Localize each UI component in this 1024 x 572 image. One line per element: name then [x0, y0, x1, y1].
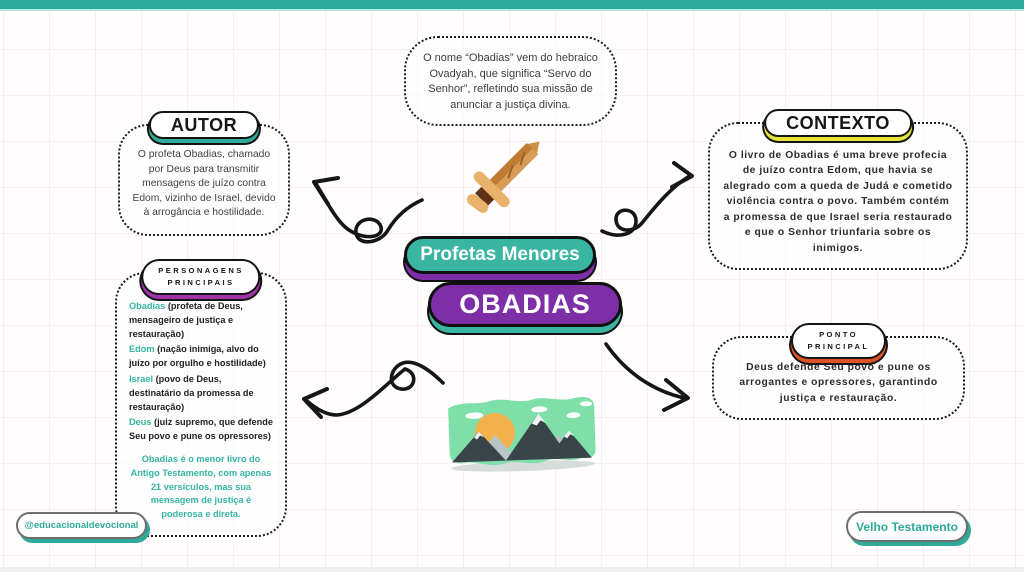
- category-pill: Profetas Menores: [404, 236, 596, 274]
- character-name: Israel: [129, 373, 154, 384]
- personagens-title-line2: PRINCIPAIS: [167, 277, 235, 287]
- arrow-to-autor: [312, 176, 424, 244]
- contexto-panel: CONTEXTO O livro de Obadias é uma breve …: [708, 109, 968, 271]
- personagens-title-line1: PERSONAGENS: [158, 266, 244, 275]
- ponto-principal-panel: PONTO PRINCIPAL Deus defende Seu povo e …: [712, 323, 965, 421]
- character-desc: (nação inimiga, alvo do juízo por orgulh…: [129, 344, 266, 369]
- credit-handle-badge: @educacionaldevocional: [16, 512, 147, 539]
- arrow-to-ponto: [604, 342, 690, 412]
- character-entry: Edom (nação inimiga, alvo do juízo por o…: [129, 343, 273, 371]
- ponto-title-line2: PRINCIPAL: [807, 341, 870, 351]
- character-name: Edom: [129, 344, 155, 355]
- autor-title-pill: AUTOR: [148, 111, 260, 139]
- character-entry: Deus (juiz supremo, que defende Seu povo…: [129, 416, 273, 444]
- top-accent-bar: [0, 0, 1024, 11]
- character-entry: Israel (povo de Deus, destinatário da pr…: [129, 373, 273, 414]
- contexto-title: CONTEXTO: [786, 112, 890, 133]
- testament-label: Velho Testamento: [856, 519, 958, 534]
- category-label: Profetas Menores: [420, 244, 580, 265]
- mountains-icon: [448, 396, 596, 472]
- ponto-body: Deus defende Seu povo e pune os arrogant…: [739, 362, 938, 404]
- etymology-text: O nome “Obadias” vem do hebraico Ovadyah…: [423, 52, 598, 111]
- character-desc: (juiz supremo, que defende Seu povo e pu…: [129, 417, 273, 442]
- personagens-panel: PERSONAGENS PRINCIPAIS Obadias (profeta …: [115, 259, 287, 537]
- personagens-title-pill: PERSONAGENS PRINCIPAIS: [141, 259, 261, 295]
- autor-panel: AUTOR O profeta Obadias, chamado por Deu…: [118, 111, 290, 236]
- arrow-to-contexto: [600, 161, 694, 237]
- autor-body: O profeta Obadias, chamado por Deus para…: [132, 149, 276, 219]
- character-desc: (profeta de Deus, mensageiro de justiça …: [129, 301, 243, 339]
- contexto-title-pill: CONTEXTO: [764, 109, 912, 137]
- testament-badge: Velho Testamento: [846, 511, 968, 542]
- personagens-footnote: Obadias é o menor livro do Antigo Testam…: [130, 453, 272, 520]
- ponto-title-pill: PONTO PRINCIPAL: [790, 323, 887, 359]
- bottom-edge-strip: [0, 567, 1024, 572]
- book-title-pill: OBADIAS: [428, 282, 622, 327]
- autor-title: AUTOR: [170, 114, 238, 135]
- arrow-to-personagens: [302, 360, 445, 419]
- character-entry: Obadias (profeta de Deus, mensageiro de …: [129, 300, 273, 341]
- character-name: Obadias: [129, 301, 166, 311]
- credit-handle: @educacionaldevocional: [24, 520, 139, 531]
- character-name: Deus: [129, 417, 152, 428]
- sword-icon: [466, 141, 540, 213]
- ponto-title-line1: PONTO: [819, 330, 858, 339]
- character-desc: (povo de Deus, destinatário da promessa …: [129, 373, 254, 412]
- book-title-label: OBADIAS: [459, 289, 591, 319]
- etymology-note: O nome “Obadias” vem do hebraico Ovadyah…: [404, 36, 617, 127]
- contexto-body: O livro de Obadias é uma breve profecia …: [723, 150, 953, 254]
